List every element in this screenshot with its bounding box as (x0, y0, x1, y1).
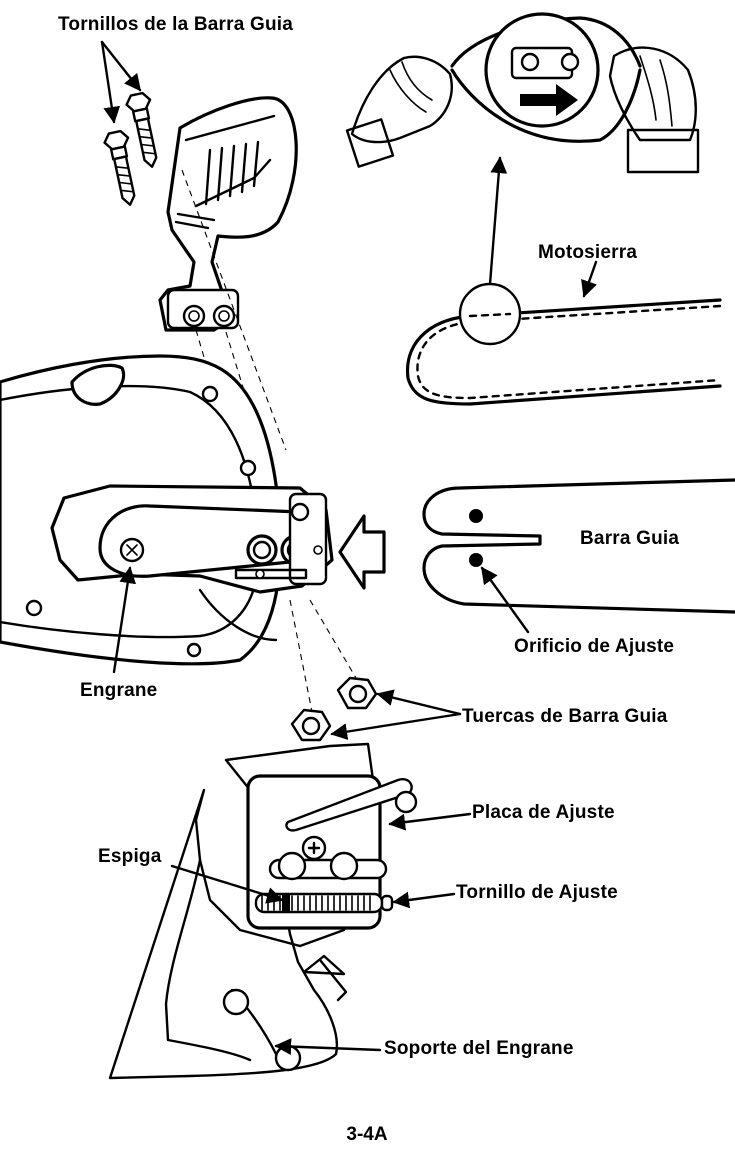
label-guide-bar-screws: Tornillos de la Barra Guia (58, 14, 293, 35)
guide-bar-screws (103, 91, 158, 206)
hands-holding-chain (345, 12, 700, 174)
label-guide-bar-nuts: Tuercas de Barra Guia (462, 706, 668, 727)
label-adjustment-screw: Tornillo de Ajuste (456, 882, 618, 903)
nuts-arrow-1 (376, 689, 462, 716)
screws-arrow-1 (100, 40, 121, 124)
label-adjustment-plate: Placa de Ajuste (472, 802, 615, 823)
nuts-arrow-2 (330, 712, 462, 740)
sprocket-cover (158, 96, 298, 332)
label-sprocket: Engrane (80, 680, 157, 701)
screws-arrow-2 (100, 40, 142, 92)
adjustment-screw-arrow (392, 891, 456, 909)
chain-callout-arrow (488, 156, 508, 286)
guide-bar-nuts (290, 676, 378, 742)
adjustment-plate-arrow (388, 812, 472, 831)
label-guide-bar: Barra Guia (580, 528, 679, 549)
saw-body (0, 354, 334, 666)
label-chainsaw-chain: Motosierra (538, 242, 637, 263)
motosierra-arrow (581, 260, 598, 298)
sprocket-arrow (112, 566, 137, 674)
adjustment-hole-arrow (480, 566, 530, 634)
figure-number: 3-4A (346, 1124, 387, 1145)
pin-arrow (170, 864, 284, 904)
label-pin: Espiga (98, 846, 162, 867)
sprocket-support-arrow (274, 1038, 382, 1055)
adjustment-assembly (108, 742, 418, 1080)
label-sprocket-support: Soporte del Engrane (384, 1038, 574, 1059)
saw-chain (405, 282, 722, 406)
direction-arrow (338, 514, 386, 590)
label-adjustment-hole: Orificio de Ajuste (514, 636, 674, 657)
guide-bar (422, 478, 735, 614)
